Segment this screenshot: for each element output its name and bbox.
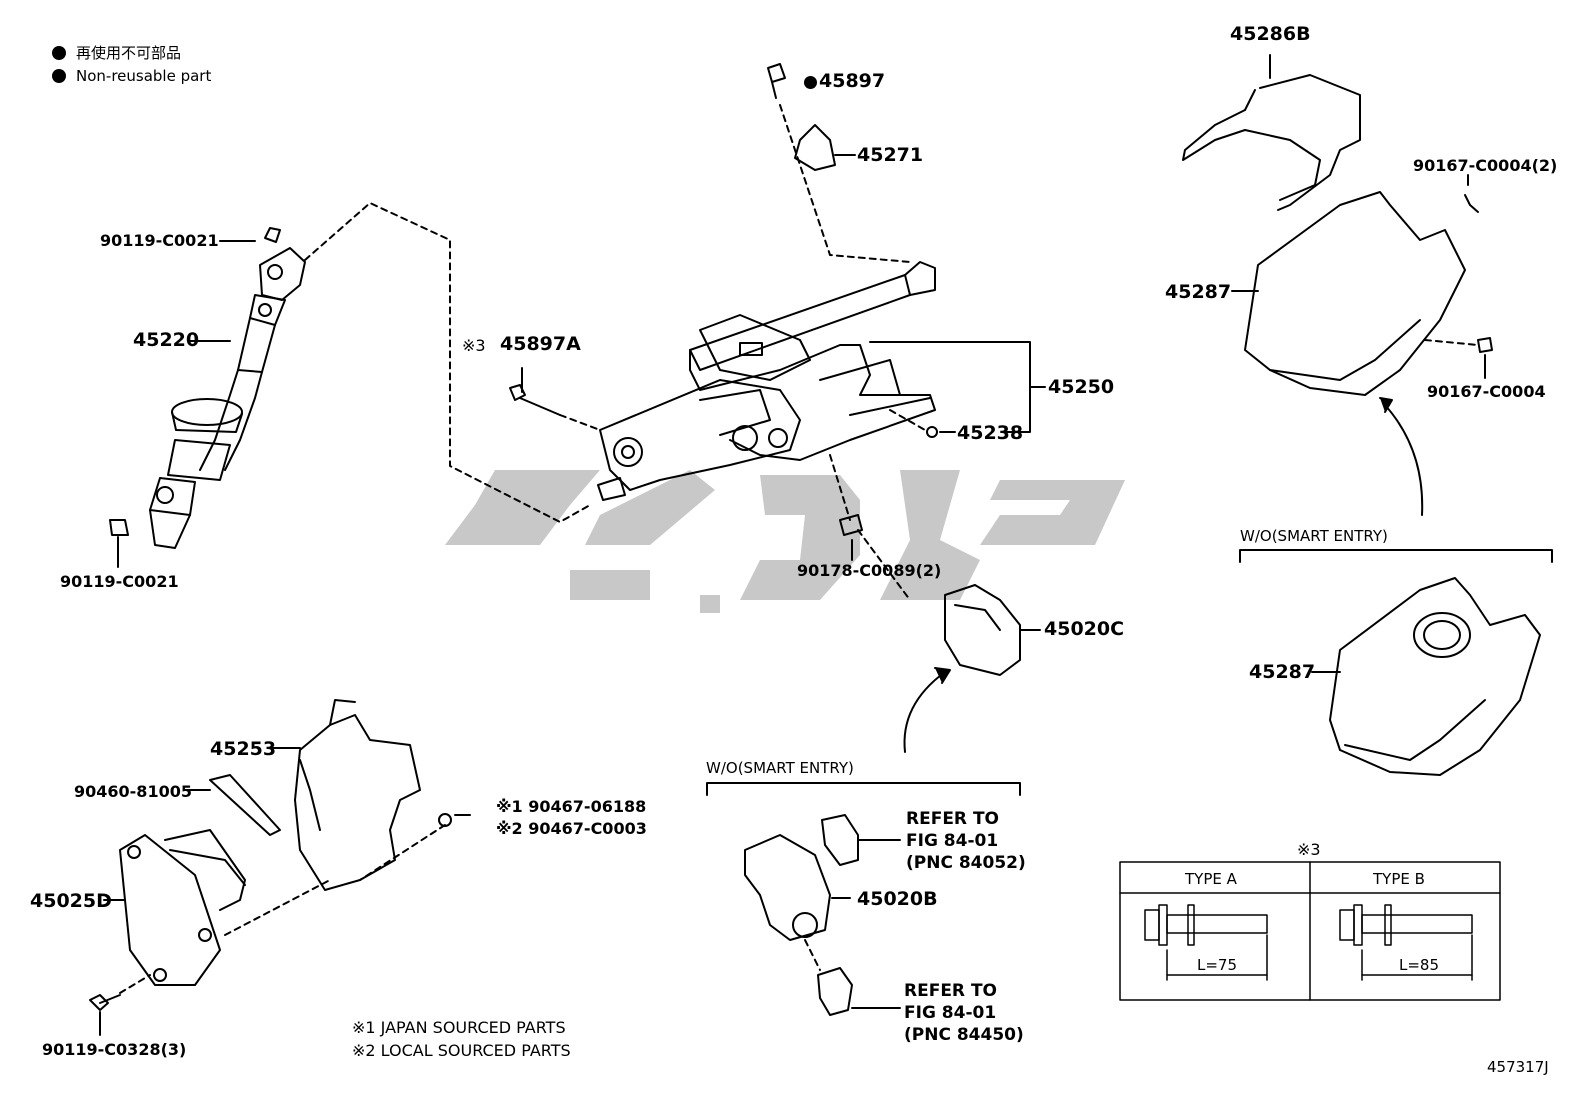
label-45220: 45220	[133, 329, 200, 351]
label-45286B: 45286B	[1230, 23, 1311, 45]
label-45253: 45253	[210, 738, 277, 760]
label-45287-bottom: 45287	[1249, 661, 1316, 683]
figure-id: 457317J	[1487, 1058, 1549, 1076]
wo-smart-entry-bracket-right	[1239, 549, 1553, 563]
wo-smart-entry-right: W/O(SMART ENTRY)	[1240, 527, 1388, 545]
wo-smart-entry-center: W/O(SMART ENTRY)	[706, 759, 854, 777]
hole-cover-illustration	[103, 829, 246, 986]
label-45897: 45897	[804, 70, 885, 92]
legend-en-text: Non-reusable part	[76, 67, 212, 85]
leader-lines	[117, 202, 591, 568]
type-b-header: TYPE B	[1373, 870, 1425, 888]
label-45287-top: 45287	[1165, 281, 1232, 303]
arrow-lock	[903, 671, 946, 753]
ignition-switch-illustration	[744, 814, 901, 1016]
bolt-type-a-drawing	[1144, 904, 1268, 981]
note-local-sourced: ※2 LOCAL SOURCED PARTS	[352, 1041, 571, 1060]
legend-jp-text: 再使用不可部品	[76, 44, 182, 62]
wo-smart-entry-bracket-center	[706, 782, 1021, 796]
type-a-length: L=75	[1197, 956, 1238, 974]
type-table-mark: ※3	[1297, 840, 1321, 859]
label-90119-c0021-bottom: 90119-C0021	[60, 572, 179, 591]
non-reusable-dot-icon	[52, 46, 66, 60]
label-45238: 45238	[957, 422, 1024, 444]
lower-cover-alt-illustration	[1311, 577, 1541, 776]
note-japan-sourced: ※1 JAPAN SOURCED PARTS	[352, 1018, 566, 1037]
label-45271: 45271	[857, 144, 924, 166]
label-90119-c0021-top: 90119-C0021	[100, 231, 219, 250]
label-90467-06188: ※1 90467-06188	[496, 797, 647, 816]
refer-to-84450: REFER TO FIG 84-01 (PNC 84450)	[904, 981, 1024, 1045]
refer-to-84052: REFER TO FIG 84-01 (PNC 84052)	[906, 809, 1026, 873]
watermark-logo	[445, 470, 1125, 613]
label-45897A: 45897A	[500, 333, 581, 355]
bolt-bottom-illustration	[89, 879, 331, 1036]
label-90167-c0004: 90167-C0004	[1427, 382, 1546, 401]
clip-illustration	[359, 813, 471, 881]
label-45025D: 45025D	[30, 890, 112, 912]
label-90119-c0328-3: 90119-C0328(3)	[42, 1040, 187, 1059]
column-lock-illustration	[944, 584, 1041, 676]
type-b-length: L=85	[1399, 956, 1440, 974]
intermediate-shaft-illustration	[109, 227, 306, 549]
non-reusable-dot-icon	[804, 76, 817, 89]
non-reusable-dot-icon	[52, 69, 66, 83]
label-45020B: 45020B	[857, 888, 938, 910]
arrow-cover	[1384, 404, 1424, 516]
legend-jp: 再使用不可部品	[52, 42, 181, 63]
label-90460-81005: 90460-81005	[74, 782, 192, 801]
label-45897-text: 45897	[819, 70, 886, 92]
label-90178-c0089-2: 90178-C0089(2)	[797, 561, 942, 580]
label-90467-c0003: ※2 90467-C0003	[496, 819, 647, 838]
bolt-type-table	[1119, 861, 1501, 1001]
label-45250: 45250	[1048, 376, 1115, 398]
upper-cover-illustration	[1182, 54, 1361, 211]
column-cover-illustration	[269, 699, 421, 891]
column-leader-lines	[509, 63, 1046, 601]
lower-cover-illustration	[1231, 174, 1493, 396]
label-45020C: 45020C	[1044, 618, 1125, 640]
seal-illustration	[185, 774, 281, 836]
type-a-header: TYPE A	[1185, 870, 1237, 888]
arrow-cover-head	[1379, 397, 1393, 413]
legend-en: Non-reusable part	[52, 67, 211, 85]
label-45897A-mark: ※3	[462, 336, 486, 355]
bolt-type-b-drawing	[1339, 904, 1473, 981]
label-90167-c0004-2: 90167-C0004(2)	[1413, 156, 1558, 175]
steering-column-illustration	[597, 261, 936, 501]
arrow-lock-head	[934, 667, 951, 684]
